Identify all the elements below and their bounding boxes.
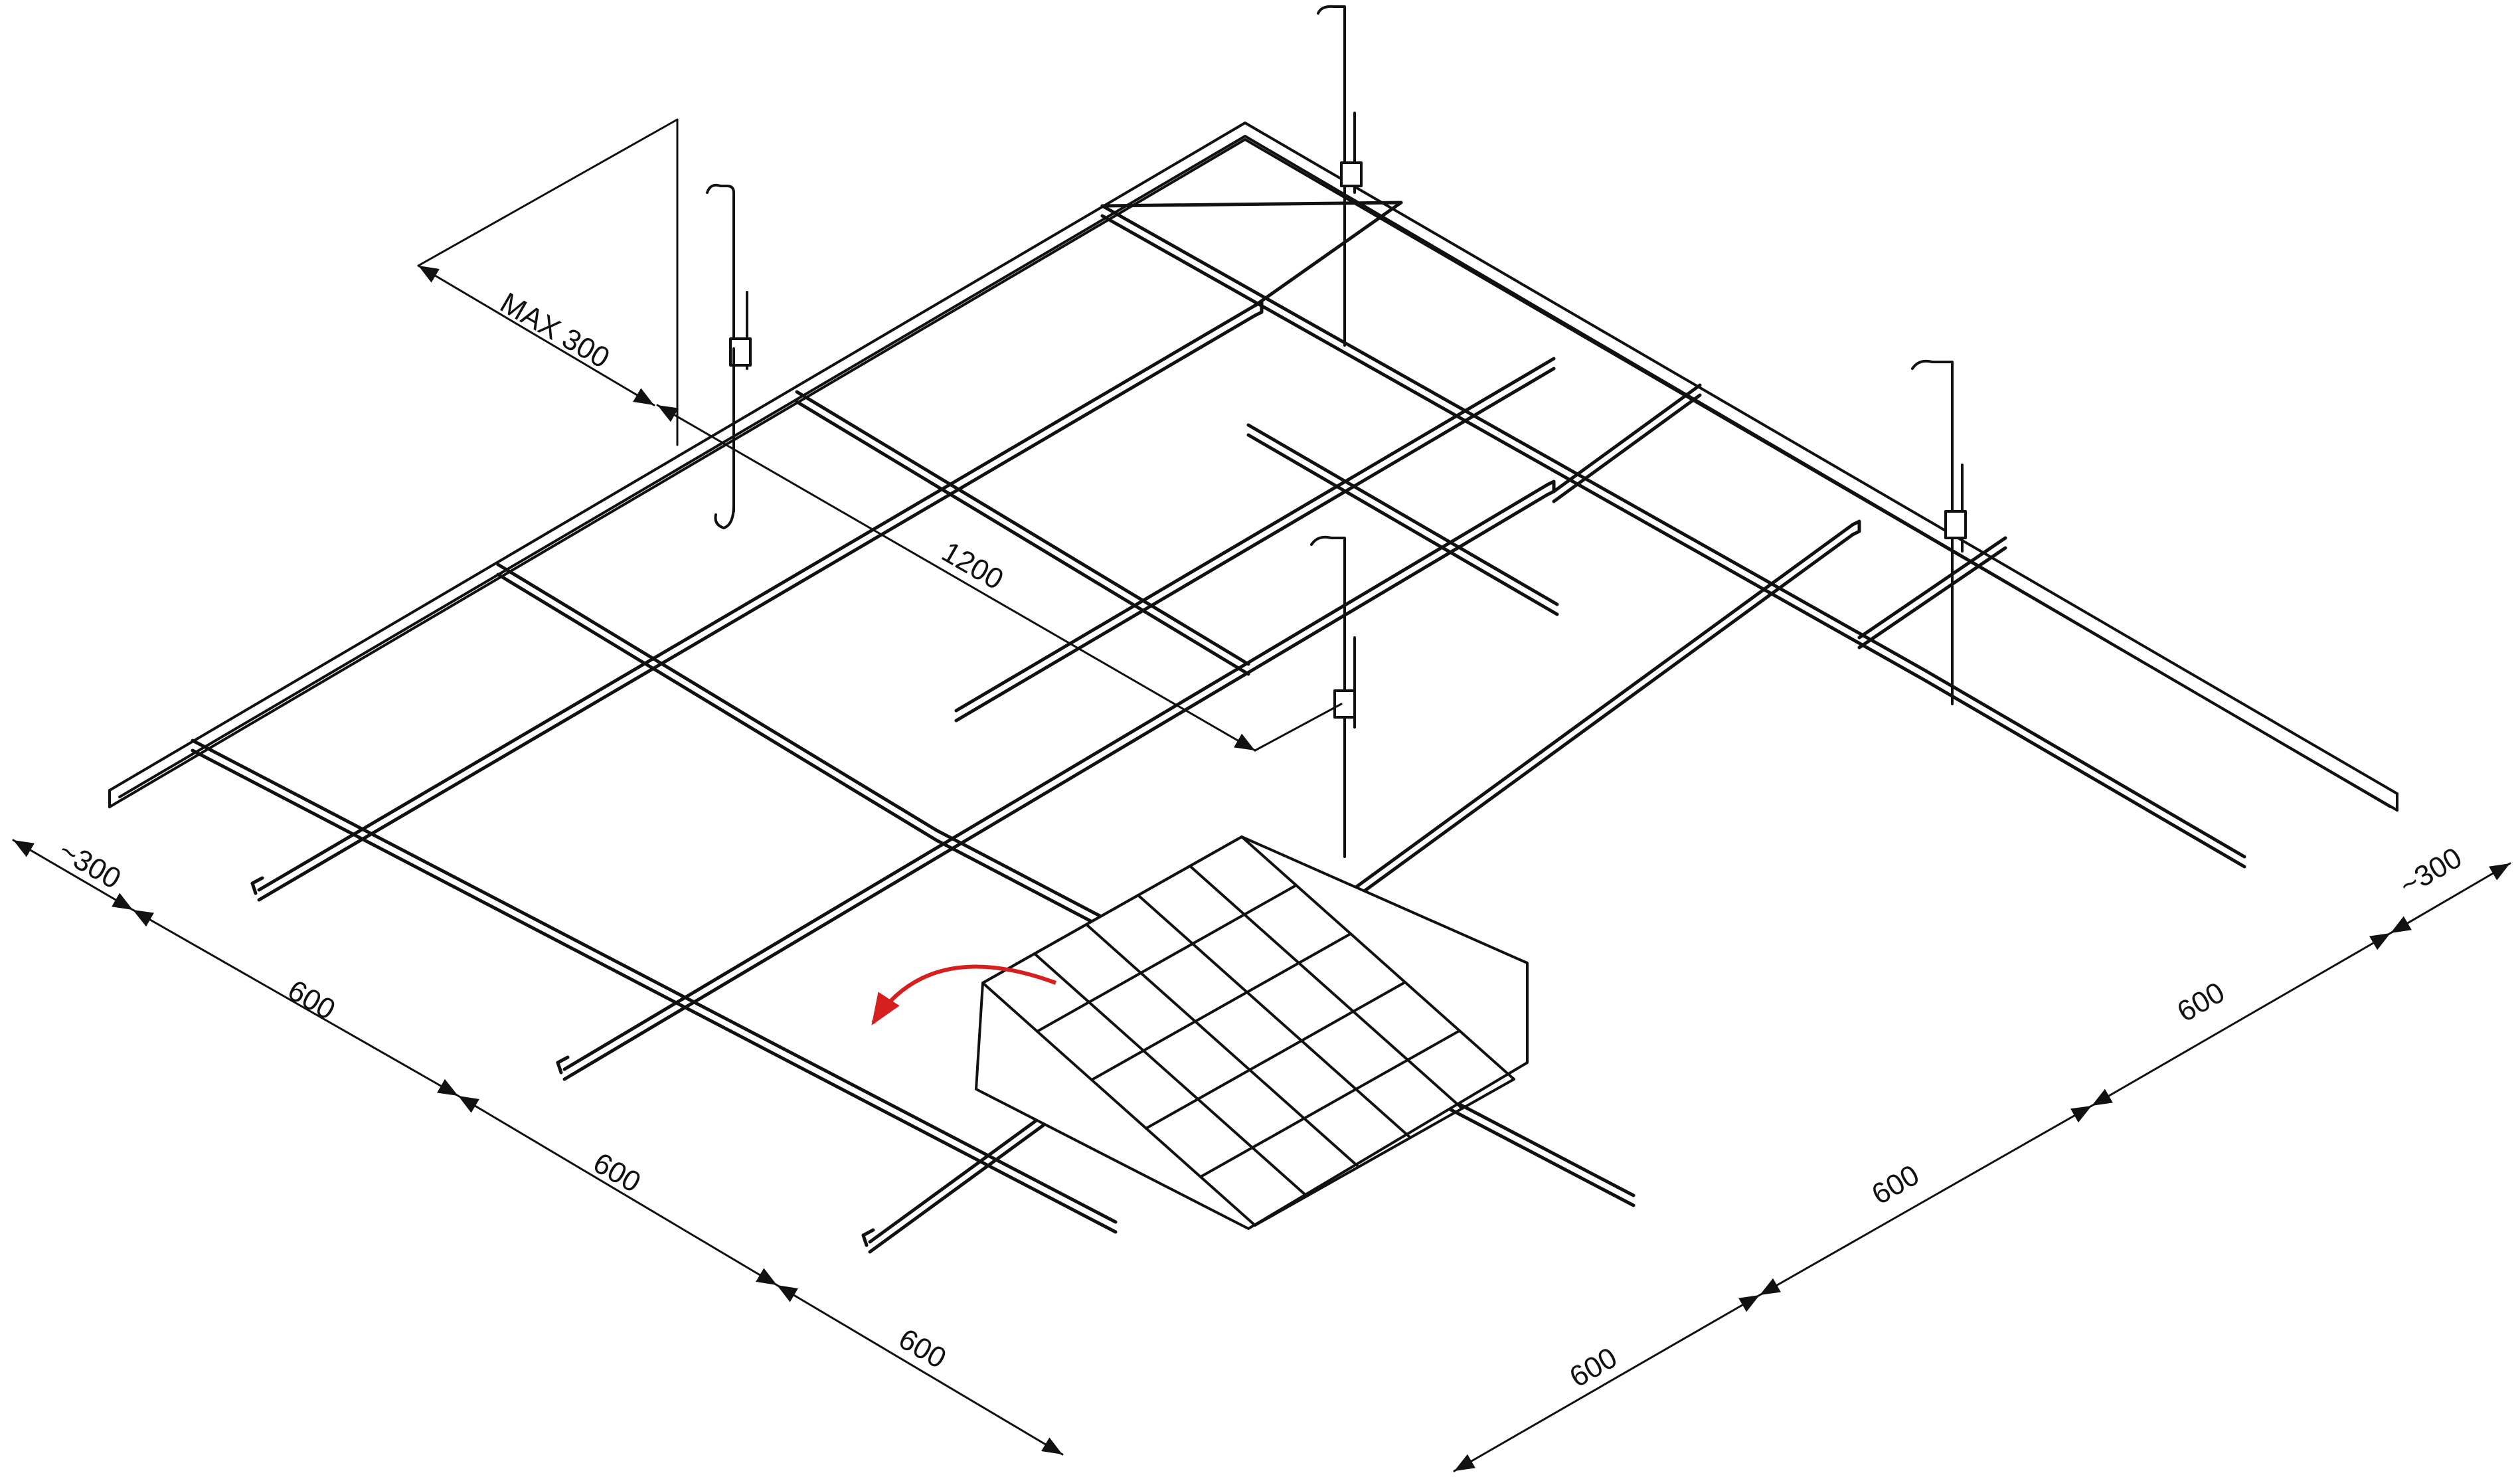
short-cross-tees (1100, 201, 2007, 650)
grid-panel-blade (1137, 894, 1412, 1139)
hanger-rod-icon (1911, 359, 1967, 705)
hanger-rod-icon (1310, 535, 1356, 858)
dimension-label-max-300: MAX 300 (495, 286, 615, 375)
main-runner-short (954, 357, 1556, 723)
wall-angle-perimeter (108, 122, 2398, 812)
grid-panel-blade (981, 982, 1256, 1227)
dimension-chain-right: 600 600 600 ~300 (1453, 841, 2511, 1472)
dimension-label-left-2: 600 (588, 1146, 646, 1199)
dimension-label-left-1: 600 (282, 974, 341, 1026)
dimension-label-right-3: 600 (1564, 1342, 1623, 1394)
grid-panel-blade (1145, 981, 1406, 1130)
dimension-label-left-0: ~300 (53, 834, 126, 895)
dimension-label-right-2: 600 (1867, 1159, 1925, 1211)
main-runner-2 (556, 480, 1556, 1081)
hanger-rod-icon (1317, 5, 1363, 347)
grid-panel-blade (1254, 1078, 1515, 1227)
grid-panel-blade (1036, 884, 1298, 1033)
dimension-label-right-0: ~300 (2394, 841, 2468, 903)
dimension-max-300: MAX 300 (417, 118, 679, 446)
grid-panel-blade (1085, 923, 1360, 1168)
grid-panel-blade (1199, 1029, 1461, 1178)
hanger-rod-icon (706, 183, 752, 529)
cell-grid-panel-icon (975, 835, 1529, 1230)
dimension-label-left-3: 600 (893, 1322, 952, 1375)
dimension-chain-left: ~300 600 600 600 (12, 834, 1064, 1456)
dimension-label-right-1: 600 (2172, 976, 2230, 1029)
grid-panel-blade (1090, 932, 1352, 1081)
grid-panel-blade (1240, 835, 1515, 1081)
grid-panel-blade (1189, 865, 1464, 1110)
main-runner-1 (250, 300, 1264, 902)
grid-panel-blade (1033, 952, 1308, 1197)
grid-panel-blade (981, 835, 1243, 984)
curved-arrow-icon (871, 964, 1057, 1026)
